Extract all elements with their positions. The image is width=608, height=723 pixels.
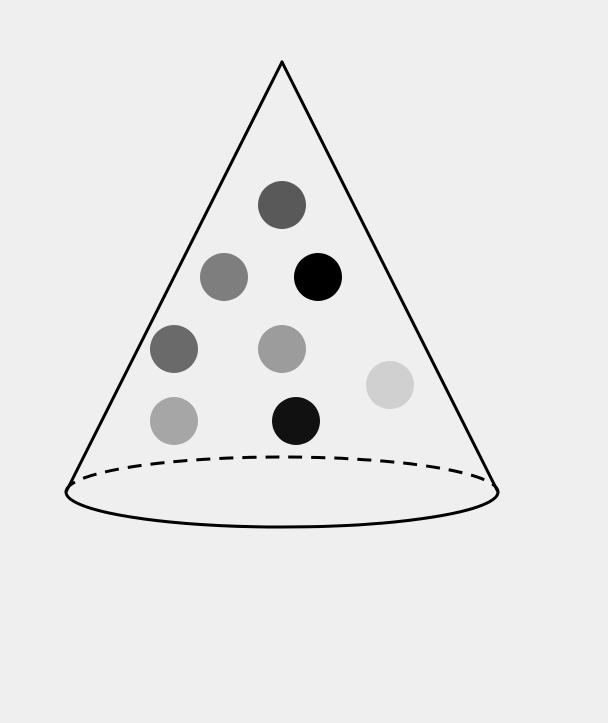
cone-base-back: [66, 457, 498, 492]
dot-8: [272, 397, 320, 445]
cone-base-front: [66, 492, 498, 527]
dot-2: [200, 253, 248, 301]
dot-group: [150, 181, 414, 445]
dot-5: [258, 325, 306, 373]
dot-3: [294, 253, 342, 301]
dot-6: [366, 361, 414, 409]
dot-1: [258, 181, 306, 229]
dot-7: [150, 397, 198, 445]
dot-4: [150, 325, 198, 373]
